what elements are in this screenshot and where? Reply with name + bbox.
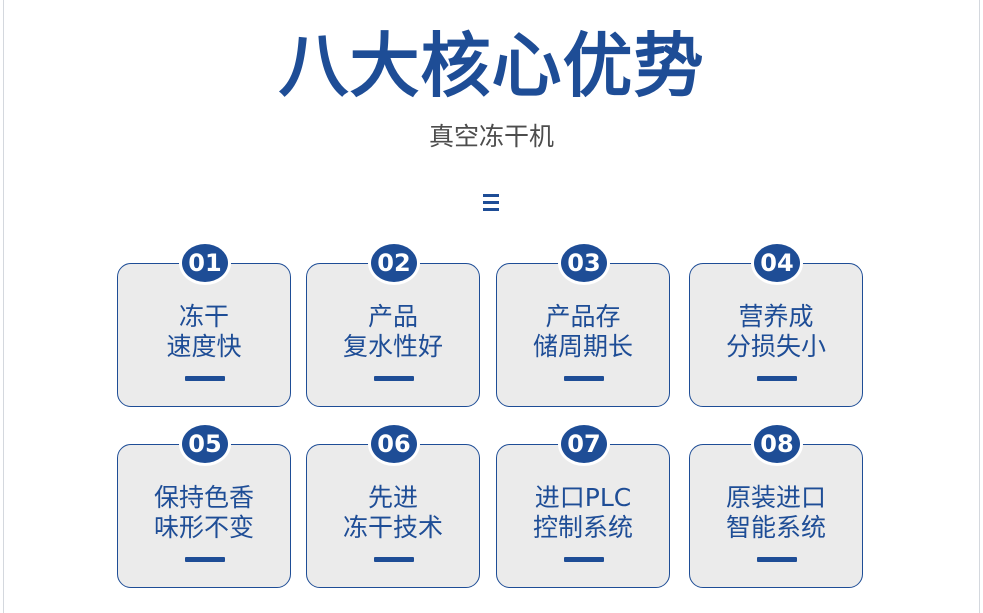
card-text-line1: 产品存 <box>545 302 621 331</box>
right-border-line <box>979 0 980 613</box>
advantage-card-05: 05 保持色香 味形不变 <box>117 425 291 588</box>
card-underline-bar <box>564 557 604 562</box>
menu-icon-line <box>483 201 499 204</box>
card-number-badge: 05 <box>182 425 228 463</box>
advantage-card-06: 06 先进 冻干技术 <box>306 425 480 588</box>
card-number-badge: 03 <box>561 244 607 282</box>
menu-icon <box>483 194 499 211</box>
advantage-card-07: 07 进口PLC 控制系统 <box>496 425 670 588</box>
card-text-line2: 速度快 <box>166 332 242 361</box>
page-subtitle: 真空冻干机 <box>428 122 554 151</box>
card-text-line2: 储周期长 <box>532 332 633 361</box>
card-text: 营养成 分损失小 <box>690 302 862 362</box>
card-text-line1: 先进 <box>367 483 418 512</box>
card-number-badge: 01 <box>182 244 228 282</box>
card-text: 冻干 速度快 <box>118 302 290 362</box>
menu-icon-line <box>483 194 499 197</box>
card-underline-bar <box>185 557 225 562</box>
card-text: 先进 冻干技术 <box>307 483 479 543</box>
card-number-badge: 04 <box>754 244 800 282</box>
menu-icon-line <box>483 208 499 211</box>
card-underline-bar <box>374 557 414 562</box>
card-text: 产品存 储周期长 <box>497 302 669 362</box>
advantage-card-02: 02 产品 复水性好 <box>306 244 480 407</box>
advantage-card-08: 08 原装进口 智能系统 <box>689 425 863 588</box>
card-text-line2: 冻干技术 <box>342 513 443 542</box>
card-underline-bar <box>564 376 604 381</box>
card-number-badge: 02 <box>371 244 417 282</box>
card-text-line2: 复水性好 <box>342 332 443 361</box>
card-text-line1: 原装进口 <box>725 483 826 512</box>
left-border-line <box>3 0 4 613</box>
card-underline-bar <box>374 376 414 381</box>
advantage-card-03: 03 产品存 储周期长 <box>496 244 670 407</box>
card-text: 保持色香 味形不变 <box>118 483 290 543</box>
card-number-badge: 07 <box>561 425 607 463</box>
card-underline-bar <box>185 376 225 381</box>
card-text-line1: 保持色香 <box>153 483 254 512</box>
advantage-card-04: 04 营养成 分损失小 <box>689 244 863 407</box>
card-text-line1: 进口PLC <box>534 483 632 512</box>
card-text-line1: 产品 <box>367 302 418 331</box>
card-number-badge: 06 <box>371 425 417 463</box>
advantage-card-01: 01 冻干 速度快 <box>117 244 291 407</box>
card-underline-bar <box>757 557 797 562</box>
card-text: 原装进口 智能系统 <box>690 483 862 543</box>
page-title: 八大核心优势 <box>278 25 705 107</box>
card-number-badge: 08 <box>754 425 800 463</box>
card-text: 产品 复水性好 <box>307 302 479 362</box>
card-text-line1: 营养成 <box>738 302 814 331</box>
card-text-line2: 味形不变 <box>153 513 254 542</box>
card-text: 进口PLC 控制系统 <box>497 483 669 543</box>
card-text-line1: 冻干 <box>178 302 229 331</box>
card-text-line2: 智能系统 <box>725 513 826 542</box>
card-underline-bar <box>757 376 797 381</box>
card-text-line2: 控制系统 <box>532 513 633 542</box>
card-text-line2: 分损失小 <box>725 332 826 361</box>
